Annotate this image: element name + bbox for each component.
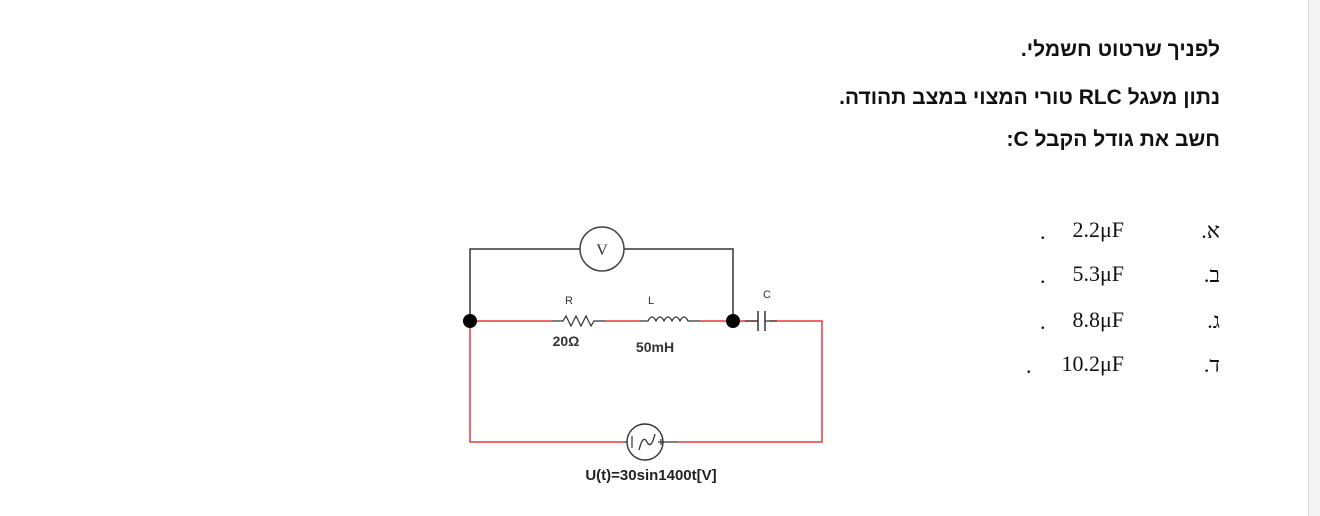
voltmeter: V: [579, 226, 625, 272]
option-letter-a[interactable]: א.: [1201, 218, 1220, 243]
option-dot-b: .: [1040, 263, 1046, 288]
option-dot-c: .: [1040, 309, 1046, 334]
inductor-label: L: [648, 295, 654, 307]
page-margin: [1309, 0, 1320, 516]
ac-source: U(t)=30sin1400t[V]: [585, 423, 717, 484]
voltmeter-label: V: [596, 242, 608, 259]
page-edge: [1308, 0, 1309, 516]
option-value-c[interactable]: 8.8μF: [1072, 307, 1124, 332]
resistor-value: 20Ω: [553, 333, 580, 349]
option-value-d[interactable]: 10.2μF: [1061, 351, 1124, 376]
option-letter-d[interactable]: ד.: [1203, 352, 1220, 377]
question-line-1: לפניך שרטוט חשמלי.: [1020, 38, 1220, 61]
option-dot-d: .: [1026, 353, 1032, 378]
option-value-b[interactable]: 5.3μF: [1072, 261, 1124, 286]
question-line-3: חשב את גודל הקבל C:: [1006, 128, 1220, 151]
capacitor: C: [745, 289, 777, 331]
inductor: L 50mH: [636, 295, 733, 355]
source-label: U(t)=30sin1400t[V]: [585, 467, 716, 484]
junction-node-left: [463, 314, 477, 328]
junction-node-right: [726, 314, 740, 328]
resistor-label: R: [565, 295, 573, 307]
option-letter-c[interactable]: ג.: [1207, 308, 1220, 333]
option-letter-b[interactable]: ב.: [1203, 262, 1220, 287]
option-value-a[interactable]: 2.2μF: [1072, 217, 1124, 242]
voltmeter-branch: [469, 248, 734, 321]
inductor-value: 50mH: [636, 339, 674, 355]
capacitor-label: C: [763, 289, 771, 301]
option-dot-a: .: [1040, 219, 1046, 244]
resistor: R 20Ω: [552, 295, 640, 349]
question-line-2: נתון מעגל RLC טורי המצוי במצב תהודה.: [839, 86, 1220, 109]
